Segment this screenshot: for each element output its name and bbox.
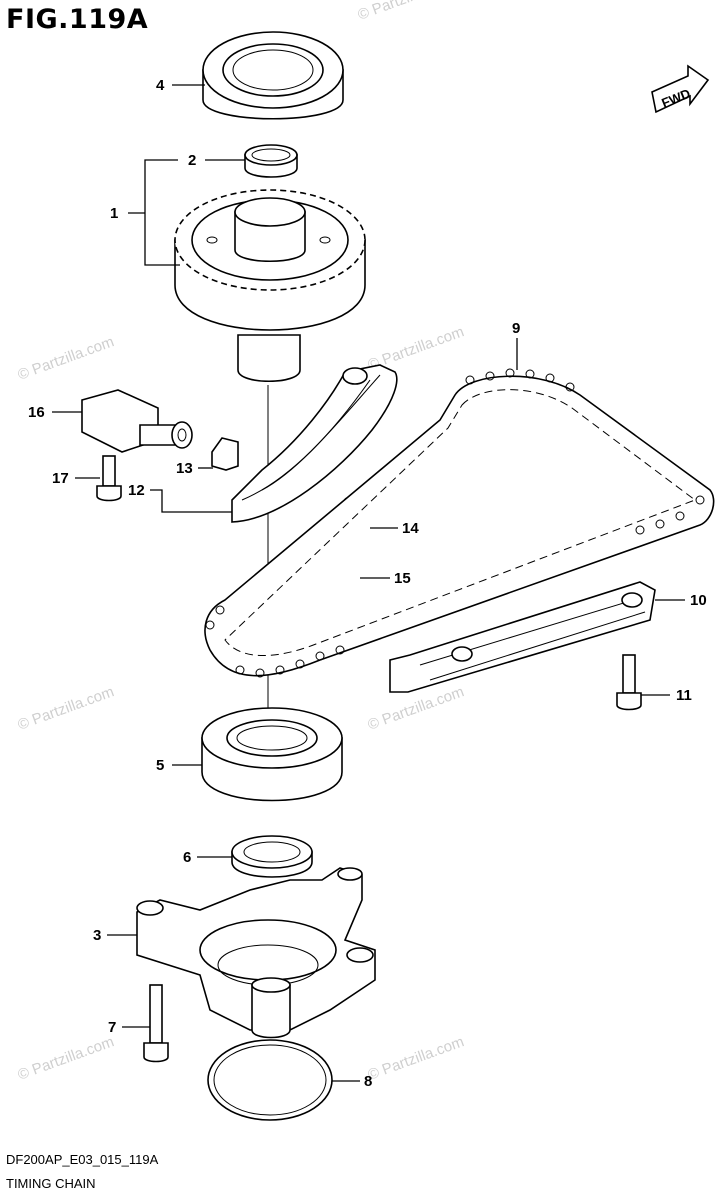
chain-tensioner (81, 389, 193, 453)
watermark: © Partzilla.com (16, 1033, 117, 1084)
callout-12: 12 (128, 482, 145, 499)
o-ring (207, 1039, 333, 1121)
oil-seal (231, 835, 313, 878)
callout-6: 6 (183, 849, 191, 866)
callout-5: 5 (156, 757, 164, 774)
drive-gear (174, 189, 366, 383)
bearing-upper (202, 31, 344, 120)
callout-3: 3 (93, 927, 101, 944)
bushing (244, 144, 298, 178)
callout-9: 9 (512, 320, 520, 337)
chain-guide-upper (231, 364, 398, 523)
callout-1: 1 (110, 205, 118, 222)
watermark: © Partzilla.com (366, 1033, 467, 1084)
fwd-arrow-icon: FWD (651, 64, 710, 114)
watermark: © Partzilla.com (16, 683, 117, 734)
bolt-7 (143, 984, 169, 1063)
bolt-11 (616, 654, 642, 711)
callout-14: 14 (402, 520, 419, 537)
callout-17: 17 (52, 470, 69, 487)
leader-lines (52, 84, 685, 1082)
figure-name: TIMING CHAIN (6, 1176, 96, 1191)
callout-7: 7 (108, 1019, 116, 1036)
chain-guide-lower (389, 581, 656, 693)
watermark: © Partzilla.com (16, 333, 117, 384)
callout-2: 2 (188, 152, 196, 169)
figure-code: DF200AP_E03_015_119A (6, 1152, 159, 1167)
callouts: 1 2 3 4 5 6 7 8 9 10 11 12 13 14 15 16 1… (28, 77, 707, 1090)
bearing-housing (136, 867, 376, 1039)
callout-11: 11 (676, 687, 692, 704)
watermark: © Partzilla.com (356, 0, 457, 24)
bearing-lower (201, 707, 343, 802)
watermark: © Partzilla.com (366, 683, 467, 734)
timing-chain (204, 368, 715, 678)
callout-13: 13 (176, 460, 193, 477)
callout-15: 15 (394, 570, 411, 587)
callout-4: 4 (156, 77, 165, 94)
clip (211, 437, 239, 471)
bolt-17 (96, 455, 122, 502)
callout-8: 8 (364, 1073, 372, 1090)
callout-16: 16 (28, 404, 45, 421)
callout-10: 10 (690, 592, 707, 609)
figure-title: FIG.119A (6, 4, 149, 35)
